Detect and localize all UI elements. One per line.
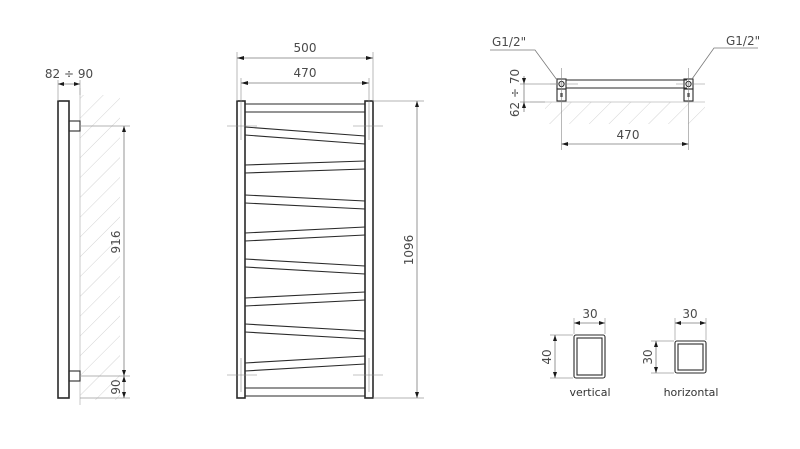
bottom-offset-label: 90 [109,379,123,394]
bottom-bracket [68,370,81,382]
connection-right-label: G1/2" [726,34,760,48]
radiator-side-profile [57,100,70,399]
rail-pair-2 [244,160,366,174]
vertical-height-label: 40 [540,349,554,364]
overall-height-label: 1096 [402,235,416,266]
horizontal-width-label: 30 [682,307,697,321]
vertical-profile-inner [576,337,603,376]
left-vertical-collector [236,100,246,399]
rail-pair-5 [244,258,366,275]
vertical-profile: 30 40 vertical [540,307,611,399]
bottom-rail [245,387,365,397]
side-view: 82 ÷ 90 916 90 [45,67,130,405]
rail-pair-7 [244,323,366,340]
rail-pair-4 [244,226,366,242]
wall-distance-label: 62 ÷ 70 [508,69,522,117]
top-bracket [68,120,81,132]
horizontal-caption: horizontal [664,386,719,399]
vertical-profile-outer [573,334,606,379]
right-vertical-collector [364,100,374,399]
overall-width-label: 500 [294,41,317,55]
horizontal-profile: 30 30 horizontal [641,307,718,399]
horizontal-profile-inner [677,343,704,371]
axis-width-label: 470 [294,66,317,80]
mount-height-label: 916 [109,231,123,254]
top-axis-width-label: 470 [617,128,640,142]
depth-label: 82 ÷ 90 [45,67,93,81]
front-view: 500 470 1096 [227,41,424,399]
rail-pair-1 [244,126,366,145]
rail-pair-6 [244,291,366,307]
rail-pair-8 [244,355,366,372]
connection-left-label: G1/2" [492,35,526,49]
vertical-caption: vertical [569,386,610,399]
wall-hatch-top [545,102,705,124]
vertical-width-label: 30 [582,307,597,321]
horizontal-height-label: 30 [641,349,655,364]
horizontal-profile-outer [674,340,707,374]
top-view: G1/2" G1/2" 62 ÷ 70 470 [490,34,760,150]
rail-pair-3 [244,194,366,210]
wall-hatch [80,95,120,400]
top-rail [245,103,365,113]
